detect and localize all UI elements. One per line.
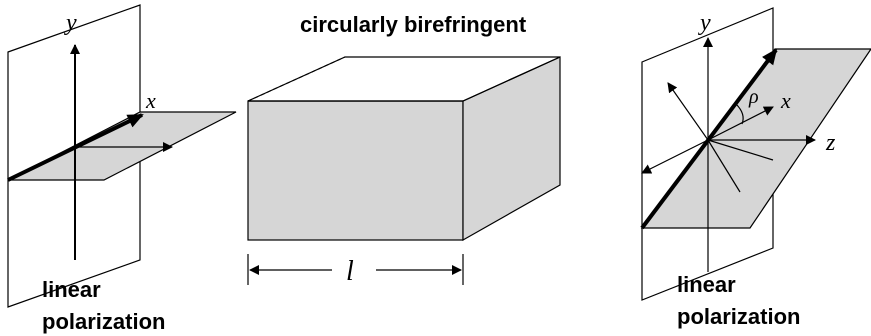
right-x-axis-back [641, 139, 709, 174]
title: circularly birefringent [300, 12, 527, 37]
rho-label: ρ [748, 86, 759, 108]
cube-top-left-edge [247, 56, 346, 102]
left-caption-line2: polarization [42, 309, 165, 334]
cube-top-right-edge [462, 56, 561, 102]
left-polarization-vector [7, 113, 144, 182]
length-label: l [346, 256, 354, 287]
right-caption-line2: polarization [677, 304, 800, 329]
right-caption-line1: linear [677, 272, 736, 297]
left-caption-line1: linear [42, 277, 101, 302]
left-polarization-diagram: y x linear polarization [7, 4, 237, 334]
rho-angle-arc [735, 103, 744, 125]
right-lower-right-line [707, 139, 741, 193]
left-y-label: y [64, 10, 77, 36]
right-z-label: z [825, 130, 836, 156]
right-horizontal-line [707, 139, 774, 161]
right-x-label: x [780, 88, 791, 113]
right-polarization-vector [640, 48, 778, 230]
right-upper-left-arrow [667, 82, 709, 141]
right-x-axis [707, 106, 774, 141]
left-horizontal-plane [7, 111, 237, 181]
right-polarization-diagram: y x z ρ linear polarization [640, 7, 871, 329]
left-x-label: x [145, 88, 156, 113]
right-y-label: y [698, 10, 711, 36]
cube-front-face [247, 100, 464, 241]
birefringent-crystal: circularly birefringent l [247, 12, 561, 287]
